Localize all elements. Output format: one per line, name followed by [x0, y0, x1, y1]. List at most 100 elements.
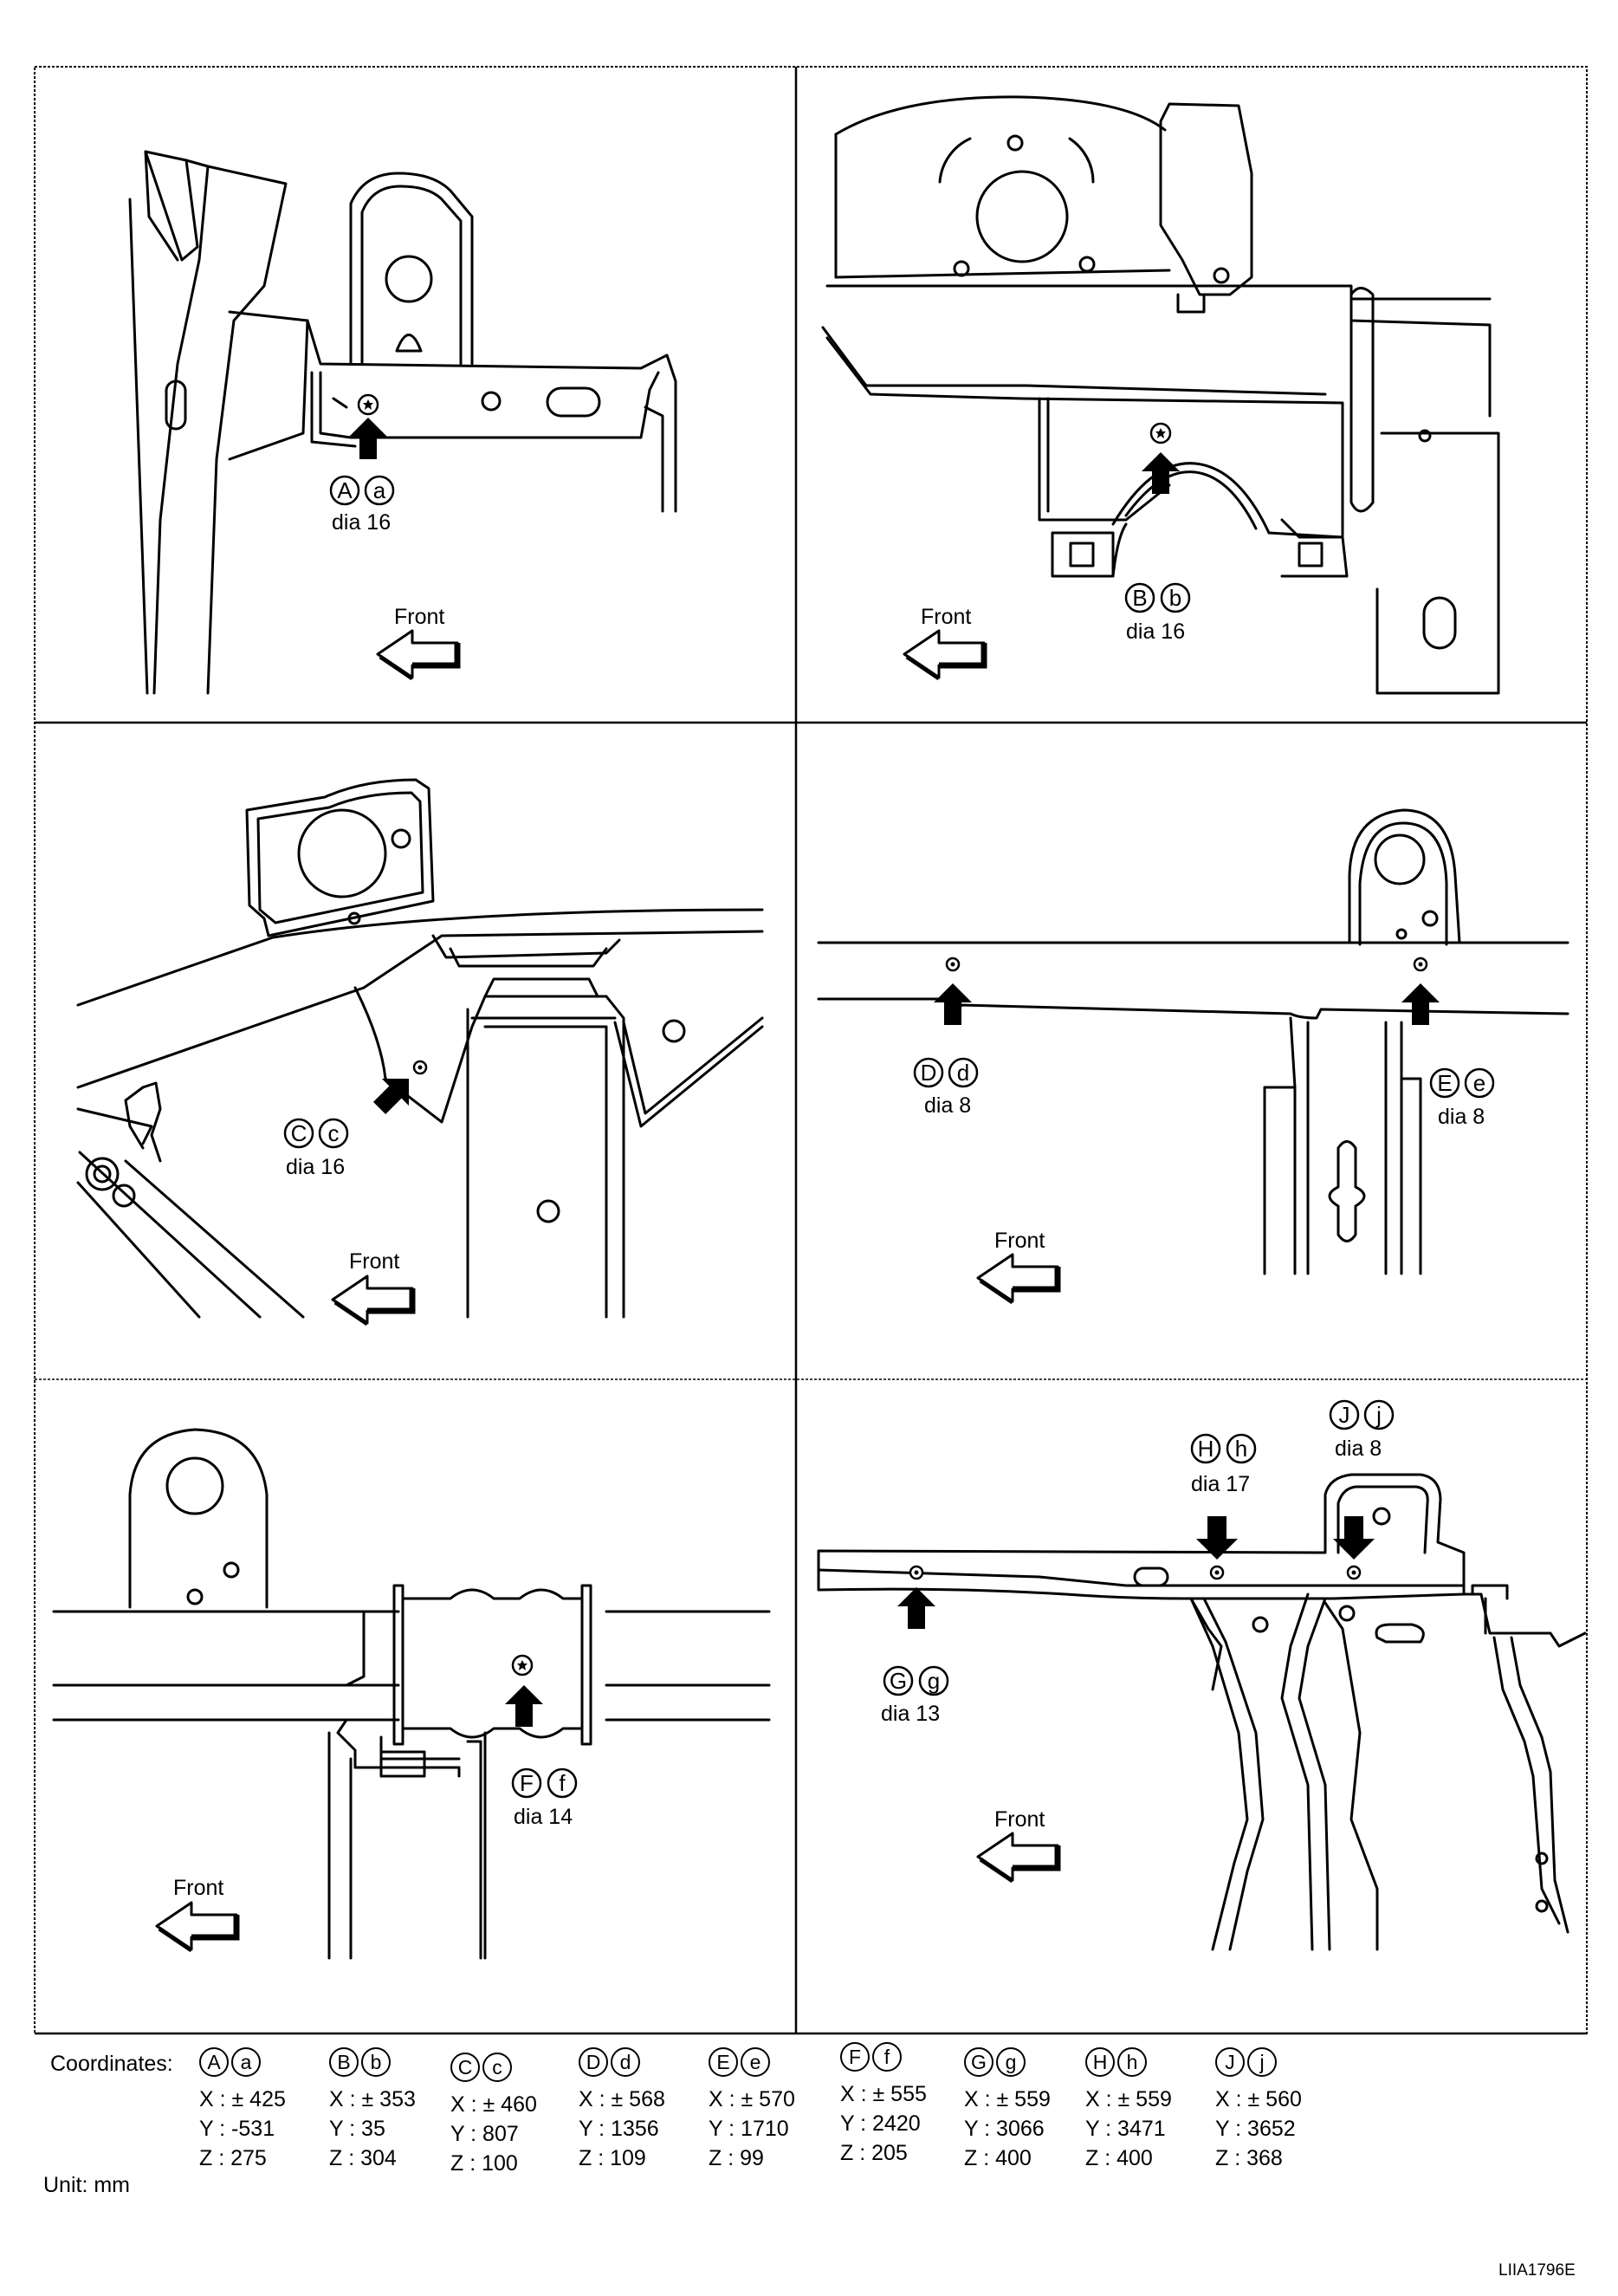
- coord-y: Y : 1356: [579, 2117, 659, 2141]
- panel-b-front-indicator: Front: [904, 605, 984, 678]
- panel-j-dia-label: dia 8: [1335, 1437, 1382, 1461]
- coord-letter-upper: F: [840, 2042, 870, 2072]
- panel-d-callout: D d dia 8: [913, 1057, 979, 1118]
- panel-h-letter-upper: H: [1198, 1436, 1214, 1462]
- coord-x: X : ± 425: [199, 2087, 286, 2111]
- coord-x: X : ± 555: [840, 2082, 927, 2106]
- coord-z: Z : 205: [840, 2141, 908, 2165]
- panel-b-front-label: Front: [921, 605, 971, 629]
- coord-x: X : ± 559: [964, 2087, 1051, 2111]
- panel-c-front-indicator: Front: [333, 1249, 412, 1324]
- panel-b-structure: [821, 95, 1500, 695]
- coord-y: Y : -531: [199, 2117, 275, 2141]
- panel-c-letter-upper: C: [291, 1120, 307, 1146]
- coord-z: Z : 400: [1085, 2146, 1153, 2170]
- panel-h-callout: H h dia 17: [1190, 1433, 1257, 1496]
- panel-ghj-structure: [817, 1473, 1587, 1951]
- panel-c-front-label: Front: [349, 1249, 399, 1274]
- coord-y: Y : 3066: [964, 2117, 1045, 2141]
- panel-d-front-label: Front: [994, 1229, 1045, 1253]
- panel-j-letter-lower: j: [1375, 1402, 1382, 1428]
- panel-c: C c dia 16 Front: [76, 778, 764, 1324]
- panel-d-front-indicator: Front: [978, 1229, 1058, 1302]
- panel-e-callout: E e dia 8: [1429, 1067, 1495, 1129]
- panel-c-structure: [76, 778, 764, 1319]
- coord-z: Z : 100: [450, 2151, 518, 2176]
- reference-code: LIIA1796E: [1498, 2261, 1576, 2280]
- coord-letter-lower: d: [611, 2047, 640, 2078]
- coord-y: Y : 1710: [709, 2117, 789, 2141]
- panel-c-letter-lower: c: [328, 1120, 340, 1146]
- panel-grid: [34, 66, 1588, 2035]
- panel-e-letter-upper: E: [1437, 1070, 1452, 1096]
- panel-a-callout: A a dia 16: [329, 475, 395, 535]
- panel-de-structure: [817, 808, 1569, 1275]
- front-arrow-icon: [333, 1276, 412, 1324]
- panel-ghj: G g dia 13 H h dia 17 J j dia 8 Front: [817, 1399, 1587, 1951]
- coord-letter-upper: E: [709, 2047, 738, 2078]
- panel-c-callout: C c dia 16: [283, 1118, 349, 1179]
- panel-b-callout: B b dia 16: [1124, 582, 1191, 644]
- panel-f-front-indicator: Front: [157, 1876, 236, 1950]
- coord-x: X : ± 353: [329, 2087, 416, 2111]
- coord-letter-upper: A: [199, 2047, 229, 2078]
- panel-a-front-indicator: Front: [378, 605, 457, 678]
- coord-z: Z : 275: [199, 2146, 267, 2170]
- panel-f-structure: [52, 1428, 771, 1960]
- coord-y: Y : 2420: [840, 2111, 921, 2136]
- coord-letter-upper: D: [579, 2047, 608, 2078]
- coord-x: X : ± 570: [709, 2087, 795, 2111]
- panel-g-dia-label: dia 13: [881, 1702, 940, 1726]
- panel-g-letter-lower: g: [928, 1668, 940, 1694]
- coord-letter-lower: f: [872, 2042, 902, 2072]
- coord-letter-lower: g: [996, 2047, 1026, 2078]
- coord-y: Y : 3471: [1085, 2117, 1166, 2141]
- coord-y: Y : 807: [450, 2122, 519, 2146]
- coord-letter-upper: C: [450, 2053, 480, 2083]
- panel-f: F f dia 14 Front: [52, 1428, 771, 1960]
- coord-x: X : ± 460: [450, 2092, 537, 2117]
- panel-j-letter-upper: J: [1339, 1402, 1350, 1428]
- unit-label: Unit: mm: [43, 2173, 130, 2197]
- panel-a-letter-lower: a: [373, 477, 386, 503]
- panel-ghj-front-label: Front: [994, 1807, 1045, 1832]
- coord-x: X : ± 568: [579, 2087, 665, 2111]
- panel-d-letter-upper: D: [921, 1060, 937, 1086]
- coord-letter-upper: G: [964, 2047, 993, 2078]
- coord-letter-upper: H: [1085, 2047, 1115, 2078]
- coord-x: X : ± 559: [1085, 2087, 1172, 2111]
- panel-a: A a dia 16 Front: [128, 150, 677, 695]
- front-arrow-icon: [904, 631, 984, 678]
- coordinates-title: Coordinates:: [50, 2052, 173, 2076]
- panel-g-callout: G g dia 13: [881, 1665, 949, 1726]
- coord-letter-lower: h: [1117, 2047, 1147, 2078]
- coord-z: Z : 368: [1215, 2146, 1283, 2170]
- coord-letter-lower: a: [231, 2047, 261, 2078]
- panel-f-front-label: Front: [173, 1876, 223, 1900]
- panel-f-callout: F f dia 14: [511, 1767, 578, 1829]
- coord-letter-lower: e: [741, 2047, 770, 2078]
- coord-letter-lower: c: [482, 2053, 512, 2083]
- front-arrow-icon: [378, 631, 457, 678]
- coord-letter-upper: B: [329, 2047, 359, 2078]
- panel-b: B b dia 16 Front: [821, 95, 1500, 695]
- coord-y: Y : 35: [329, 2117, 385, 2141]
- coord-y: Y : 3652: [1215, 2117, 1296, 2141]
- coord-z: Z : 99: [709, 2146, 764, 2170]
- panel-c-dia-label: dia 16: [286, 1155, 345, 1179]
- panel-a-dia-label: dia 16: [332, 510, 391, 535]
- coord-z: Z : 109: [579, 2146, 646, 2170]
- front-arrow-icon: [157, 1903, 236, 1950]
- front-arrow-icon: [978, 1255, 1058, 1302]
- coord-letter-lower: b: [361, 2047, 391, 2078]
- panel-g-letter-upper: G: [890, 1668, 907, 1694]
- panel-f-letter-upper: F: [520, 1770, 534, 1796]
